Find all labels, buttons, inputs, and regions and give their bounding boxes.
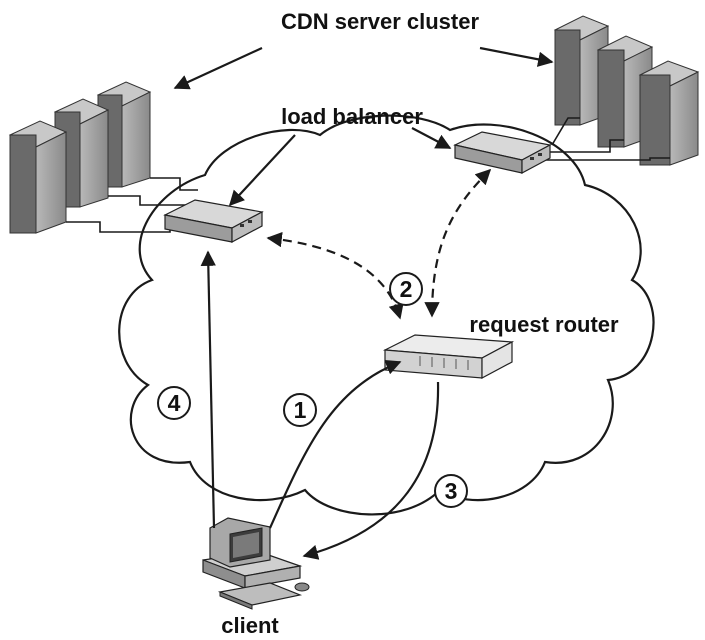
- client-workstation: [202, 517, 310, 610]
- cluster-cabling: [535, 117, 670, 161]
- svg-text:2: 2: [400, 276, 413, 302]
- step-4-marker: 4: [157, 386, 191, 420]
- request-router-device: [382, 334, 515, 379]
- step-1-marker: 1: [283, 393, 317, 427]
- step4-arrow: [200, 250, 216, 529]
- svg-text:3: 3: [445, 478, 458, 504]
- step3-arrow: [302, 381, 440, 560]
- server-rack: [638, 60, 700, 166]
- arrow-label-to-right-balancer: [411, 127, 452, 149]
- client-label: client: [221, 613, 279, 638]
- cdn-server-cluster-label: CDN server cluster: [281, 9, 480, 34]
- server-rack: [53, 98, 110, 208]
- right-server-cluster: [535, 15, 700, 166]
- request-router-label: request router: [469, 312, 619, 337]
- right-load-balancer-device: [453, 131, 552, 175]
- step-2-marker: 2: [389, 272, 423, 306]
- load-balancer-label: load balancer: [281, 104, 423, 129]
- server-rack: [8, 120, 68, 234]
- svg-text:4: 4: [168, 390, 181, 416]
- left-load-balancer-device: [163, 199, 264, 243]
- step-3-marker: 3: [434, 474, 468, 508]
- arrow-label-to-right-cluster: [479, 46, 554, 67]
- step2-dashed-arrow-left: [266, 231, 404, 320]
- step1-arrow: [268, 360, 402, 529]
- step2-dashed-arrow-right: [424, 168, 492, 318]
- svg-text:1: 1: [294, 397, 307, 423]
- left-server-cluster: [8, 81, 198, 234]
- arrow-label-to-left-balancer: [228, 134, 296, 207]
- arrow-label-to-left-cluster: [173, 47, 263, 90]
